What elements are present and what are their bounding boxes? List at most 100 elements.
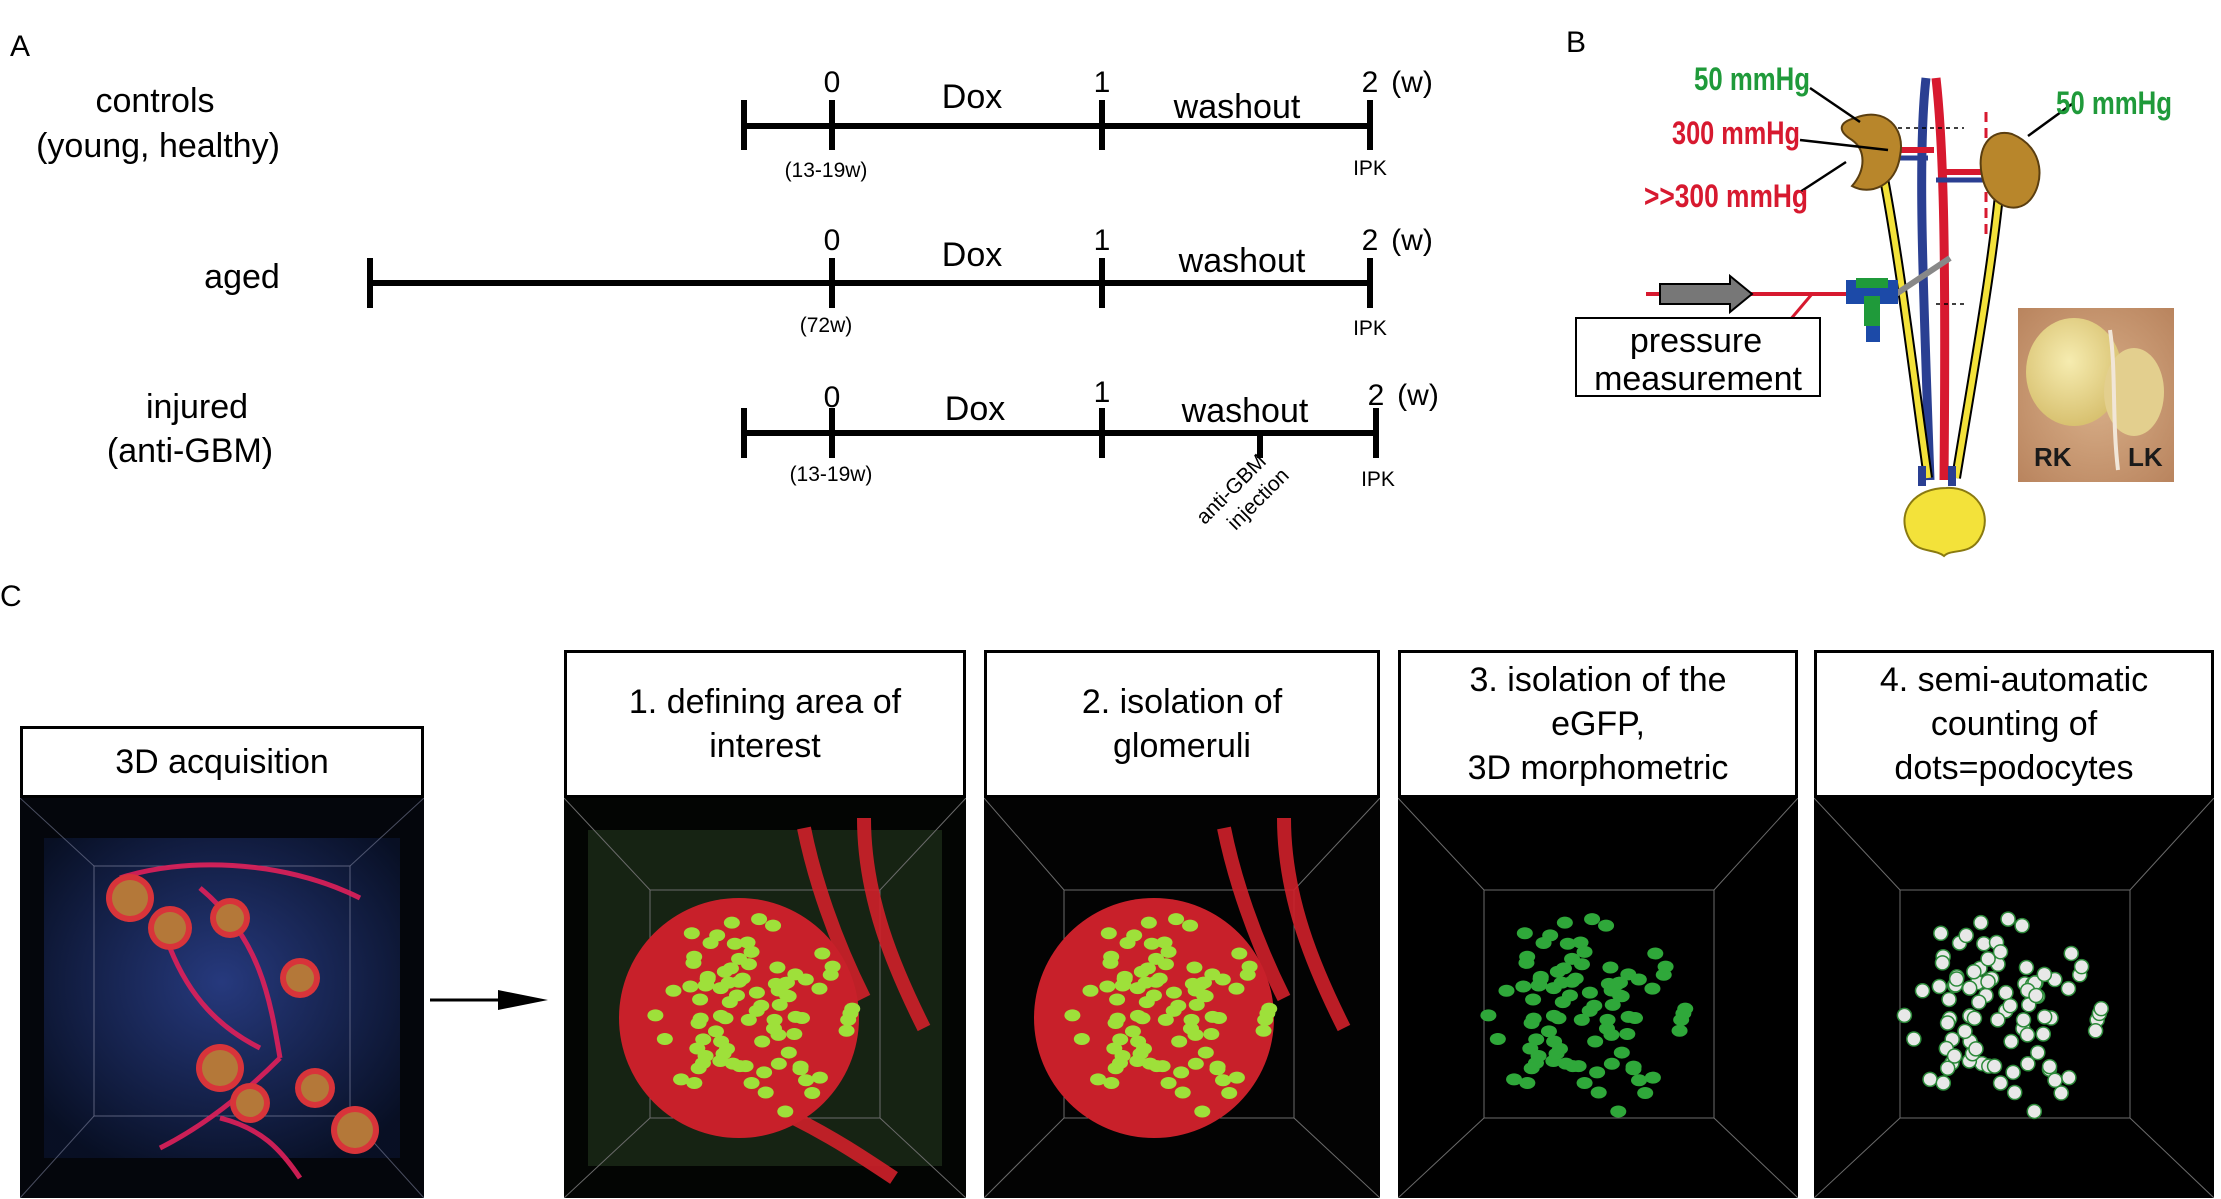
podocyte-dot (1148, 952, 1165, 965)
podocyte-dot (811, 982, 828, 995)
tick-label-1: 1 (1094, 376, 1111, 409)
podocyte-dot (1107, 1016, 1124, 1029)
podocyte-dot (765, 919, 782, 932)
panel-label-a: A (10, 30, 30, 63)
podocyte-dot (1528, 1033, 1545, 1046)
bounding-box-inner (1483, 889, 1715, 1119)
podocyte-dot (1986, 1058, 2003, 1074)
podocyte-dot (1644, 982, 1661, 995)
podocyte-dot (844, 1002, 861, 1015)
podocyte-dot (1171, 1035, 1188, 1048)
phase-washout: washout (1173, 88, 1301, 126)
podocyte-dot (2014, 917, 2030, 934)
podocyte-dot (1998, 984, 2014, 1001)
podocyte-dot (1241, 960, 1258, 973)
podocyte-dot (699, 973, 716, 986)
podocyte-dot (1228, 1071, 1245, 1084)
phase-washout: washout (1178, 242, 1306, 280)
timeline-aged: aged 0 1 2 (w) Dox washout (72w) IPK (204, 224, 1433, 340)
phase-dox: Dox (942, 78, 1002, 116)
podocyte-dot (1631, 1074, 1648, 1087)
podocyte-dot (1148, 975, 1165, 988)
vessel-network (1217, 817, 1351, 1032)
podocyte-dot (665, 984, 682, 997)
podocyte-dot (743, 945, 760, 958)
podocyte-dot (1138, 996, 1155, 1009)
podocyte-dot (2006, 1084, 2023, 1101)
podocyte-dot (1990, 1012, 2006, 1028)
podocyte-dot (1525, 993, 1542, 1006)
podocyte-dot (1231, 947, 1248, 960)
unit-label: (w) (1397, 379, 1439, 412)
podocyte-dot (2060, 980, 2077, 997)
podocyte-dot (2026, 1103, 2043, 1120)
group-sublabel: (anti-GBM) (107, 432, 273, 470)
podocyte-dot (731, 975, 748, 988)
podocyte-dot (1603, 1057, 1620, 1070)
tick-label-1: 1 (1094, 66, 1111, 99)
podocyte-dot (1112, 1033, 1129, 1046)
podocyte-dot (1556, 916, 1573, 929)
podocyte-dot (787, 1010, 804, 1023)
podocyte-dot (723, 916, 740, 929)
podocyte-dot (1958, 927, 1974, 944)
podocyte-dot (1196, 989, 1213, 1002)
podocyte-dot (1154, 1060, 1171, 1073)
podocyte-dot (1073, 1033, 1090, 1046)
podocyte-dot (1549, 965, 1566, 978)
step-2-line1: 2. isolation of (1081, 682, 1283, 721)
podocyte-dot (1187, 1028, 1204, 1041)
right-kidney (1979, 131, 2041, 209)
step-1-image (564, 798, 966, 1198)
photo-kidney-right-side (2026, 318, 2122, 426)
tick-label-2: 2 (1362, 66, 1379, 99)
glomeruli-cluster (106, 874, 379, 1154)
podocyte-dot (1554, 996, 1571, 1009)
leader-line (2027, 102, 2073, 138)
podocyte-dot (1610, 1105, 1627, 1118)
podocyte-dot (1971, 994, 1987, 1010)
tick-label-2: 2 (1368, 379, 1385, 412)
podocyte-dot (751, 913, 768, 926)
podocyte-dot (779, 989, 796, 1002)
podocyte-dot (2061, 1069, 2077, 1086)
podocyte-dot (718, 1042, 735, 1055)
podocyte-dot (695, 1033, 712, 1046)
podocyte-dot (1209, 1060, 1226, 1073)
step-2-image (984, 798, 1380, 1198)
timeline-controls: controls (young, healthy) 0 1 2 (w) Dox … (36, 66, 1433, 182)
podocyte-dot (2015, 1012, 2032, 1028)
podocyte-dot (2047, 1072, 2063, 1089)
podocyte-dot (1103, 1077, 1120, 1090)
tick-label-0: 0 (824, 224, 841, 257)
step-4-line2: counting of (1930, 704, 2098, 743)
podocyte-dot (1906, 1031, 1922, 1047)
phase-dox: Dox (945, 390, 1005, 428)
start-age-note: (72w) (800, 314, 853, 337)
photo-label-lk: LK (2128, 442, 2163, 472)
podocyte-dot (1523, 1016, 1540, 1029)
podocyte-dot (2030, 1044, 2046, 1061)
podocyte-dot (777, 1105, 794, 1118)
catheter-connector (1888, 255, 1952, 301)
podocyte-dot (1604, 998, 1621, 1011)
podocyte-dot (2087, 1023, 2104, 1039)
acquisition-title: 3D acquisition (115, 742, 329, 781)
podocyte-dot (1933, 925, 1949, 942)
podocyte-dot (1671, 1024, 1688, 1037)
start-age-note: (13-19w) (785, 159, 868, 182)
podocyte-dot (1100, 927, 1117, 940)
step-4-image (1814, 798, 2214, 1198)
podocyte-dot (2019, 1027, 2036, 1043)
podocyte-dot (1602, 961, 1619, 974)
group-label: controls (95, 82, 214, 120)
podocyte-dot (1620, 968, 1637, 981)
podocyte-dot (780, 1046, 797, 1059)
podocyte-dot (683, 927, 700, 940)
podocyte-dot (754, 1035, 771, 1048)
podocyte-dot (1657, 960, 1674, 973)
podocyte-dot (1573, 1013, 1590, 1026)
podocyte-dot (1170, 999, 1187, 1012)
podocyte-dot (756, 1066, 773, 1079)
